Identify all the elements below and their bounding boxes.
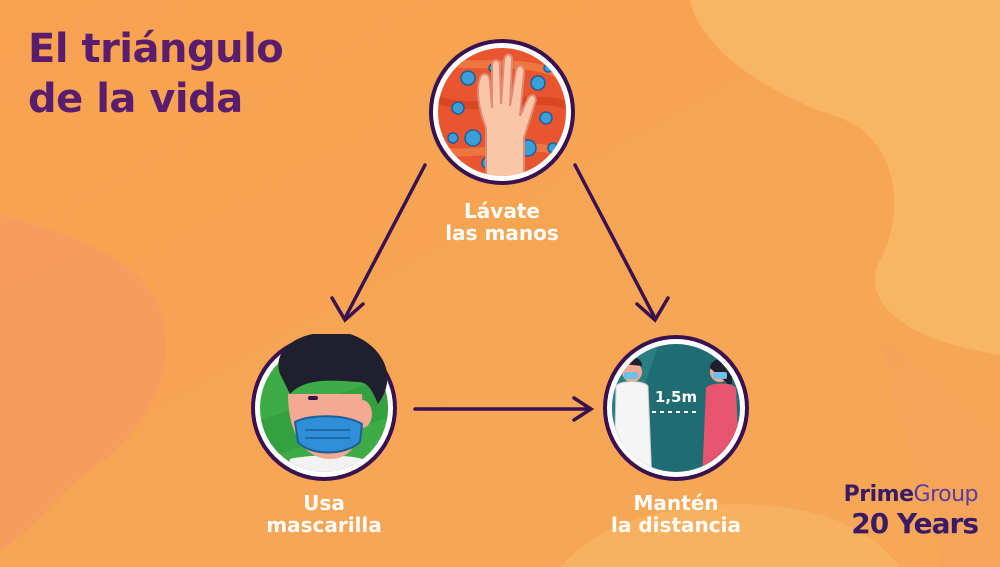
step-label-hands-line2: las manos [445,221,559,245]
brand-years: 20 Years [851,507,979,540]
step-label-distance-line1: Mantén [633,491,719,515]
step-label-mask-line1: Usa [303,491,345,515]
face-mask-icon [251,334,397,481]
brand-prime: Prime [843,482,914,507]
step-label-distance-line2: la distancia [611,513,741,537]
arrow-hands-to-mask-head [330,296,365,323]
brand-name: PrimeGroup [843,482,979,507]
step-label-mask-line2: mascarilla [266,513,382,537]
title-line-2: de la vida [28,76,243,122]
title-line-1: El triángulo [28,26,284,72]
arrow-hands-to-distance-head [635,296,670,323]
hand-washing-icon [429,39,575,185]
arrow-mask-to-distance-head [572,396,595,422]
step-label-hands: Lávate las manos [382,200,622,244]
brand-group: Group [913,482,979,507]
distance-label: 1,5m [655,388,697,406]
step-label-hands-line1: Lávate [464,199,540,223]
step-label-mask: Usa mascarilla [204,492,444,536]
page-title: El triángulo de la vida [28,24,284,124]
step-label-distance: Mantén la distancia [556,492,796,536]
arrow-hands-to-mask [343,163,427,320]
brand-logo: PrimeGroup 20 Years [843,482,979,540]
social-distance-icon: 1,5m [603,335,749,481]
arrow-hands-to-distance [573,163,657,320]
